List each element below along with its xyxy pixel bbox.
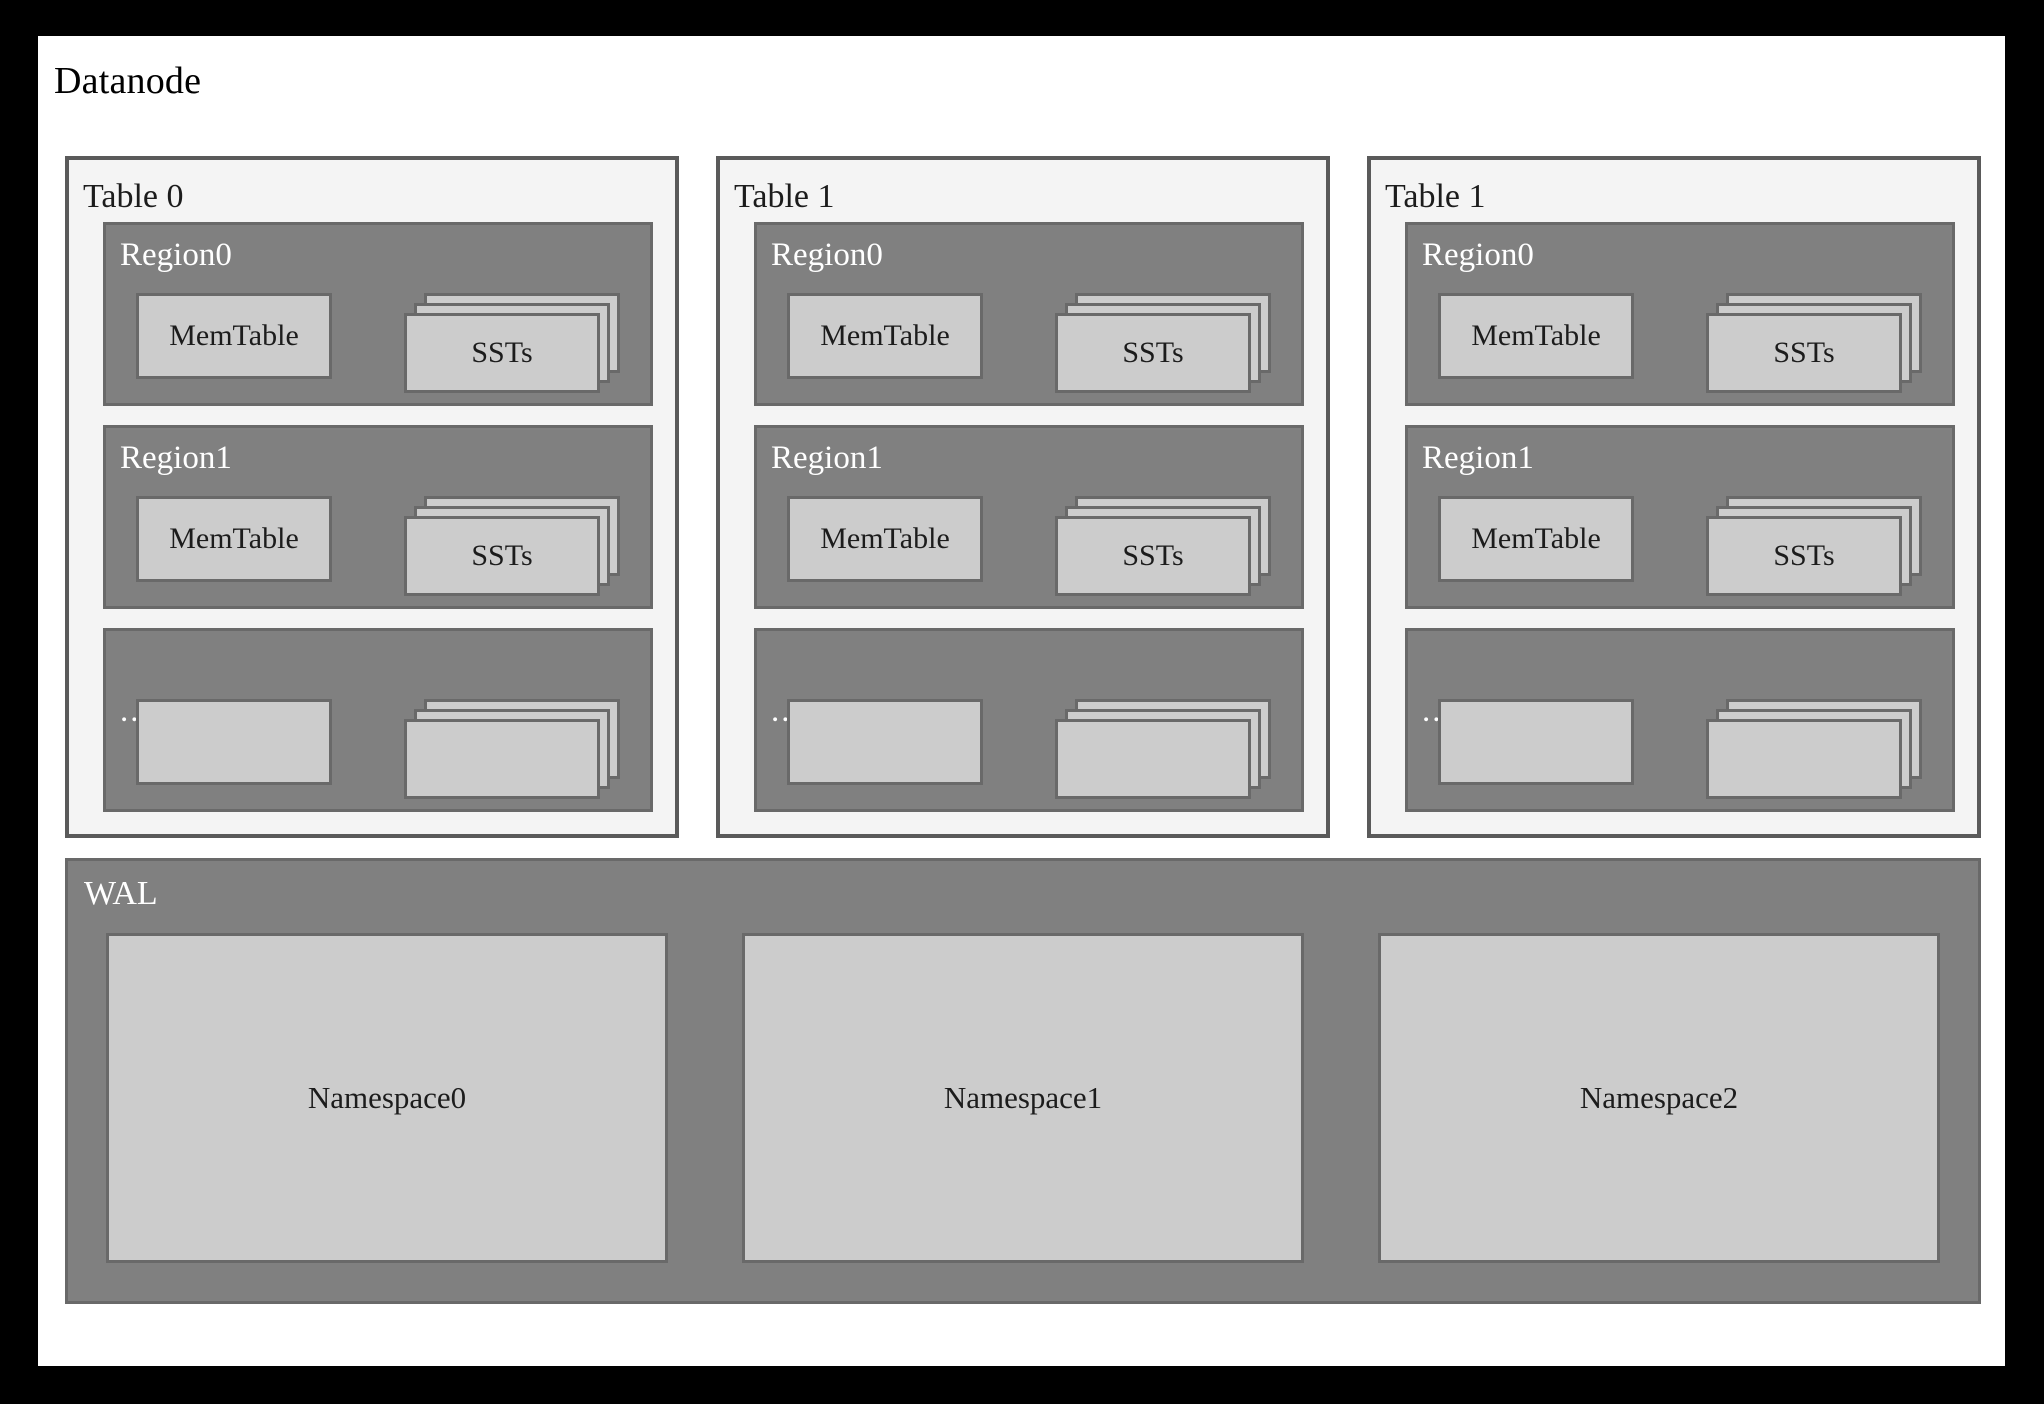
region-label: Region1 xyxy=(771,440,883,476)
table-label: Table 1 xyxy=(1385,178,1486,215)
sst-stack xyxy=(1055,699,1271,799)
region-box: Region1 MemTable SSTs xyxy=(754,425,1304,609)
region-box: ... xyxy=(1405,628,1955,812)
memtable-box: MemTable xyxy=(136,293,332,379)
sst-stack xyxy=(404,699,620,799)
sst-stack: SSTs xyxy=(404,496,620,596)
regions-stack: Region0 MemTable SSTs Region1 xyxy=(103,222,653,812)
region-body: MemTable SSTs xyxy=(136,496,632,596)
sst-stack: SSTs xyxy=(1055,496,1271,596)
memtable-box: MemTable xyxy=(787,293,983,379)
memtable-box: MemTable xyxy=(1438,293,1634,379)
table-panel: Table 1 Region0 MemTable SSTs xyxy=(1367,156,1981,838)
sst-stack: SSTs xyxy=(1706,496,1922,596)
sst-layer-front: SSTs xyxy=(1706,313,1902,393)
regions-stack: Region0 MemTable SSTs Region1 xyxy=(754,222,1304,812)
memtable-box xyxy=(787,699,983,785)
namespace-box: Namespace1 xyxy=(742,933,1304,1263)
region-box: Region0 MemTable SSTs xyxy=(103,222,653,406)
sst-layer-front xyxy=(404,719,600,799)
sst-layer-front: SSTs xyxy=(1055,313,1251,393)
sst-stack: SSTs xyxy=(1055,293,1271,393)
region-box: ... xyxy=(754,628,1304,812)
region-body xyxy=(1438,699,1934,799)
region-body: MemTable SSTs xyxy=(787,293,1283,393)
region-box: Region0 MemTable SSTs xyxy=(754,222,1304,406)
table-label: Table 1 xyxy=(734,178,835,215)
region-body: MemTable SSTs xyxy=(1438,293,1934,393)
wal-label: WAL xyxy=(84,875,158,912)
region-label: Region0 xyxy=(771,237,883,273)
region-body: MemTable SSTs xyxy=(787,496,1283,596)
region-label: Region0 xyxy=(1422,237,1534,273)
wal-body: Namespace0 Namespace1 Namespace2 xyxy=(106,933,1940,1263)
tables-row: Table 0 Region0 MemTable SSTs xyxy=(65,156,1981,838)
sst-layer-front: SSTs xyxy=(404,313,600,393)
sst-layer-front xyxy=(1055,719,1251,799)
sst-layer-front: SSTs xyxy=(404,516,600,596)
memtable-box: MemTable xyxy=(787,496,983,582)
region-box: ... xyxy=(103,628,653,812)
region-box: Region1 MemTable SSTs xyxy=(103,425,653,609)
region-label: Region0 xyxy=(120,237,232,273)
region-label: Region1 xyxy=(120,440,232,476)
table-label: Table 0 xyxy=(83,178,184,215)
region-body xyxy=(787,699,1283,799)
table-panel: Table 0 Region0 MemTable SSTs xyxy=(65,156,679,838)
region-body: MemTable SSTs xyxy=(136,293,632,393)
sst-stack: SSTs xyxy=(404,293,620,393)
namespace-box: Namespace2 xyxy=(1378,933,1940,1263)
memtable-box: MemTable xyxy=(136,496,332,582)
sst-stack xyxy=(1706,699,1922,799)
regions-stack: Region0 MemTable SSTs Region1 xyxy=(1405,222,1955,812)
page-title: Datanode xyxy=(54,60,202,102)
region-box: Region1 MemTable SSTs xyxy=(1405,425,1955,609)
sst-layer-front: SSTs xyxy=(1706,516,1902,596)
diagram-canvas: Datanode Table 0 Region0 MemTable SSTs xyxy=(38,36,2005,1366)
memtable-box xyxy=(1438,699,1634,785)
wal-box: WAL Namespace0 Namespace1 Namespace2 xyxy=(65,858,1981,1304)
memtable-box: MemTable xyxy=(1438,496,1634,582)
region-body: MemTable SSTs xyxy=(1438,496,1934,596)
sst-layer-front xyxy=(1706,719,1902,799)
sst-stack: SSTs xyxy=(1706,293,1922,393)
table-panel: Table 1 Region0 MemTable SSTs xyxy=(716,156,1330,838)
sst-layer-front: SSTs xyxy=(1055,516,1251,596)
region-label: Region1 xyxy=(1422,440,1534,476)
region-box: Region0 MemTable SSTs xyxy=(1405,222,1955,406)
namespace-box: Namespace0 xyxy=(106,933,668,1263)
region-body xyxy=(136,699,632,799)
memtable-box xyxy=(136,699,332,785)
